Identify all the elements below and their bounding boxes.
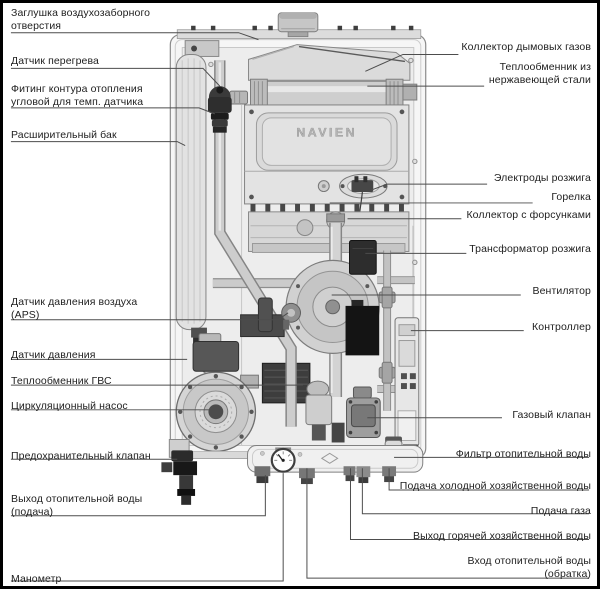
- flue-gas-collector: [248, 44, 411, 81]
- gas-valve: [305, 380, 381, 443]
- brand-logo: NAVIEN: [296, 126, 357, 140]
- ignition-transformer: [345, 240, 380, 356]
- label-fan: Вентилятор: [532, 285, 591, 297]
- controller: [394, 317, 420, 447]
- label-manometer: Манометр: [11, 573, 62, 585]
- leader-lines: [10, 32, 590, 582]
- label-air-pressure-sensor-aps: Датчик давления воздуха (APS): [11, 296, 138, 321]
- manometer: [270, 447, 296, 473]
- label-burner: Горелка: [551, 191, 591, 203]
- ignition-electrodes: [339, 173, 388, 199]
- label-stainless-heat-exchanger: Теплообменник из нержавеющей стали: [488, 61, 591, 86]
- label-gas-valve: Газовый клапан: [512, 409, 591, 421]
- label-gas-supply: Подача газа: [530, 505, 591, 517]
- label-pressure-sensor: Датчик давления: [11, 349, 96, 361]
- label-nozzle-collector: Коллектор с форсунками: [466, 209, 591, 221]
- label-heating-water-filter: Фильтр отопительной воды: [455, 448, 591, 460]
- label-safety-valve: Предохранительный клапан: [11, 450, 151, 462]
- label-dhw-heat-exchanger: Теплообменник ГВС: [11, 375, 112, 387]
- air-pressure-switch: [257, 297, 301, 333]
- label-hot-water-outlet: Выход горячей хозяйственной воды: [412, 530, 591, 542]
- label-heating-water-outlet: Выход отопительной воды (подача): [11, 493, 143, 518]
- stainless-heat-exchanger: [250, 78, 418, 108]
- combustion-chamber: NAVIEN: [244, 104, 410, 242]
- label-heating-circuit-fitting: Фитинг контура отопления угловой для тем…: [11, 83, 144, 108]
- boiler-drawing: NAVIEN: [10, 12, 590, 582]
- label-overheat-sensor: Датчик перегрева: [11, 55, 99, 67]
- label-circulation-pump: Циркуляционный насос: [11, 400, 128, 412]
- label-heating-water-return: Вход отопительной воды (обратка): [467, 555, 591, 580]
- flue-collar: [277, 12, 319, 38]
- label-expansion-tank: Расширительный бак: [11, 129, 117, 141]
- heating-circuit-angle-fitting: [207, 86, 249, 133]
- label-ignition-electrodes: Электроды розжига: [493, 172, 591, 184]
- label-controller: Контроллер: [532, 321, 591, 333]
- label-air-intake-plug: Заглушка воздухозаборного отверстия: [11, 7, 151, 32]
- safety-valve: [161, 439, 198, 505]
- circulation-pump: [175, 333, 257, 453]
- right-pipe-run: [378, 250, 396, 411]
- label-flue-gas-collector: Коллектор дымовых газов: [461, 41, 591, 53]
- label-cold-water-inlet: Подача холодной хозяйственной воды: [399, 480, 591, 492]
- label-ignition-transformer: Трансформатор розжига: [469, 243, 591, 255]
